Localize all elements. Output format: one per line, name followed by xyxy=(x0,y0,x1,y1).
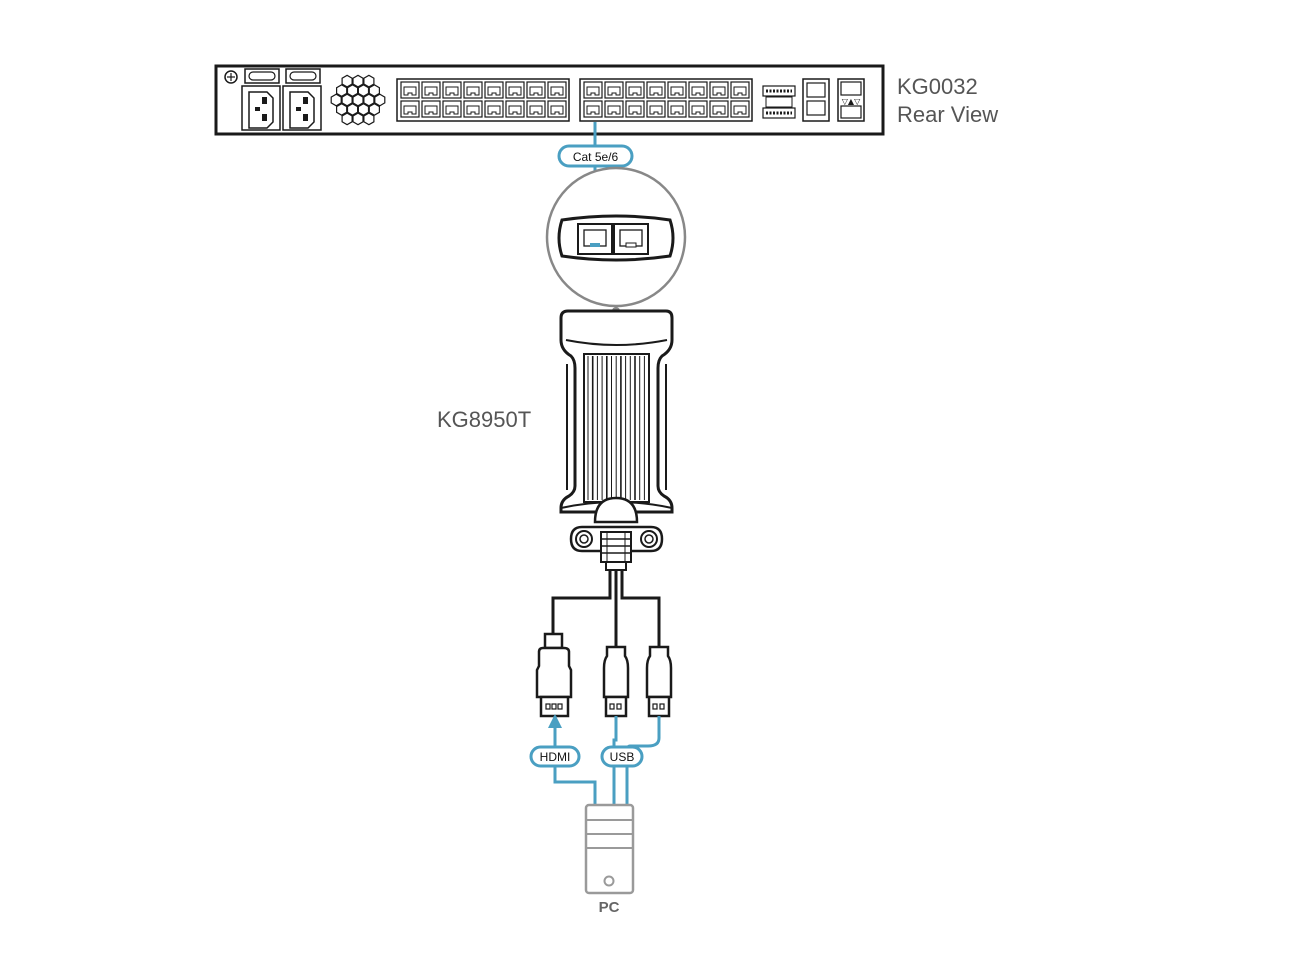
hdmi-connector-icon xyxy=(535,632,573,718)
pc-tower-icon xyxy=(584,803,635,895)
rj45-port-icon xyxy=(583,81,603,99)
rj45-port-icon xyxy=(646,100,666,118)
heatsink-ribs xyxy=(587,356,645,500)
rj45-port-icon xyxy=(484,81,504,99)
rj45-port-icon xyxy=(463,100,483,118)
rj45-port-icon xyxy=(484,100,504,118)
rj45-port-icon xyxy=(526,100,546,118)
chain-port-icon xyxy=(762,85,796,119)
kvm-port-block-17-32 xyxy=(579,78,753,122)
rj45-port-icon xyxy=(526,81,546,99)
hdmi-cable-label: HDMI xyxy=(540,750,571,764)
rj45-port-icon xyxy=(688,100,708,118)
hdmi-cable: HDMI xyxy=(529,714,597,805)
svg-text:▽▲▽: ▽▲▽ xyxy=(842,97,861,106)
console-port-icon: ▽▲▽ xyxy=(837,78,865,122)
ground-screw-icon xyxy=(224,70,238,84)
lan-port-icon xyxy=(802,78,830,122)
kvm-adapter-body xyxy=(559,309,674,571)
rj45-port-icon xyxy=(400,100,420,118)
rj45-port-icon xyxy=(604,100,624,118)
rj45-port-icon xyxy=(463,81,483,99)
power-socket-icon xyxy=(241,85,322,131)
rj45-port-icon xyxy=(730,81,750,99)
power-switch-icon xyxy=(244,68,321,84)
rj45-port-icon xyxy=(400,81,420,99)
rj45-port-icon xyxy=(709,81,729,99)
rj45-port-icon xyxy=(604,81,624,99)
usb-cable: USB xyxy=(600,716,661,805)
rj45-port-icon xyxy=(730,100,750,118)
rj45-port-icon xyxy=(583,100,603,118)
rj45-port-icon xyxy=(505,81,525,99)
usb-cable-label: USB xyxy=(610,750,635,764)
switch-view-label: Rear View xyxy=(897,102,998,127)
adapter-cable-tails xyxy=(551,570,661,646)
rj45-port-icon xyxy=(709,100,729,118)
rj45-port-icon xyxy=(505,100,525,118)
rj45-port-icon xyxy=(667,81,687,99)
rj45-port-icon xyxy=(667,100,687,118)
rj45-port-icon xyxy=(421,81,441,99)
rj45-port-icon xyxy=(688,81,708,99)
rj45-port-icon xyxy=(625,81,645,99)
kvm-port-block-1-16 xyxy=(396,78,570,122)
switch-model-label: KG0032 xyxy=(897,74,978,99)
cat-cable-label: Cat 5e/6 xyxy=(573,150,619,164)
rj45-port-icon xyxy=(625,100,645,118)
rj45-port-icon xyxy=(547,81,567,99)
pc-label: PC xyxy=(599,899,620,916)
rj45-port-icon xyxy=(547,100,567,118)
rj45-port-icon xyxy=(442,81,462,99)
kvm-switch-rear-panel: ▽▲▽ KG0032 Rear View xyxy=(214,64,998,136)
adapter-model-label: KG8950T xyxy=(437,407,531,432)
rj45-port-icon xyxy=(442,100,462,118)
usb-connector-icon xyxy=(602,645,630,718)
rj45-port-icon xyxy=(421,100,441,118)
usb-connector-icon xyxy=(645,645,673,718)
arrow-up-icon xyxy=(548,714,562,728)
rj45-port-icon xyxy=(646,81,666,99)
rj45-zoom-callout xyxy=(545,166,687,315)
fan-vent-icon xyxy=(330,74,386,126)
